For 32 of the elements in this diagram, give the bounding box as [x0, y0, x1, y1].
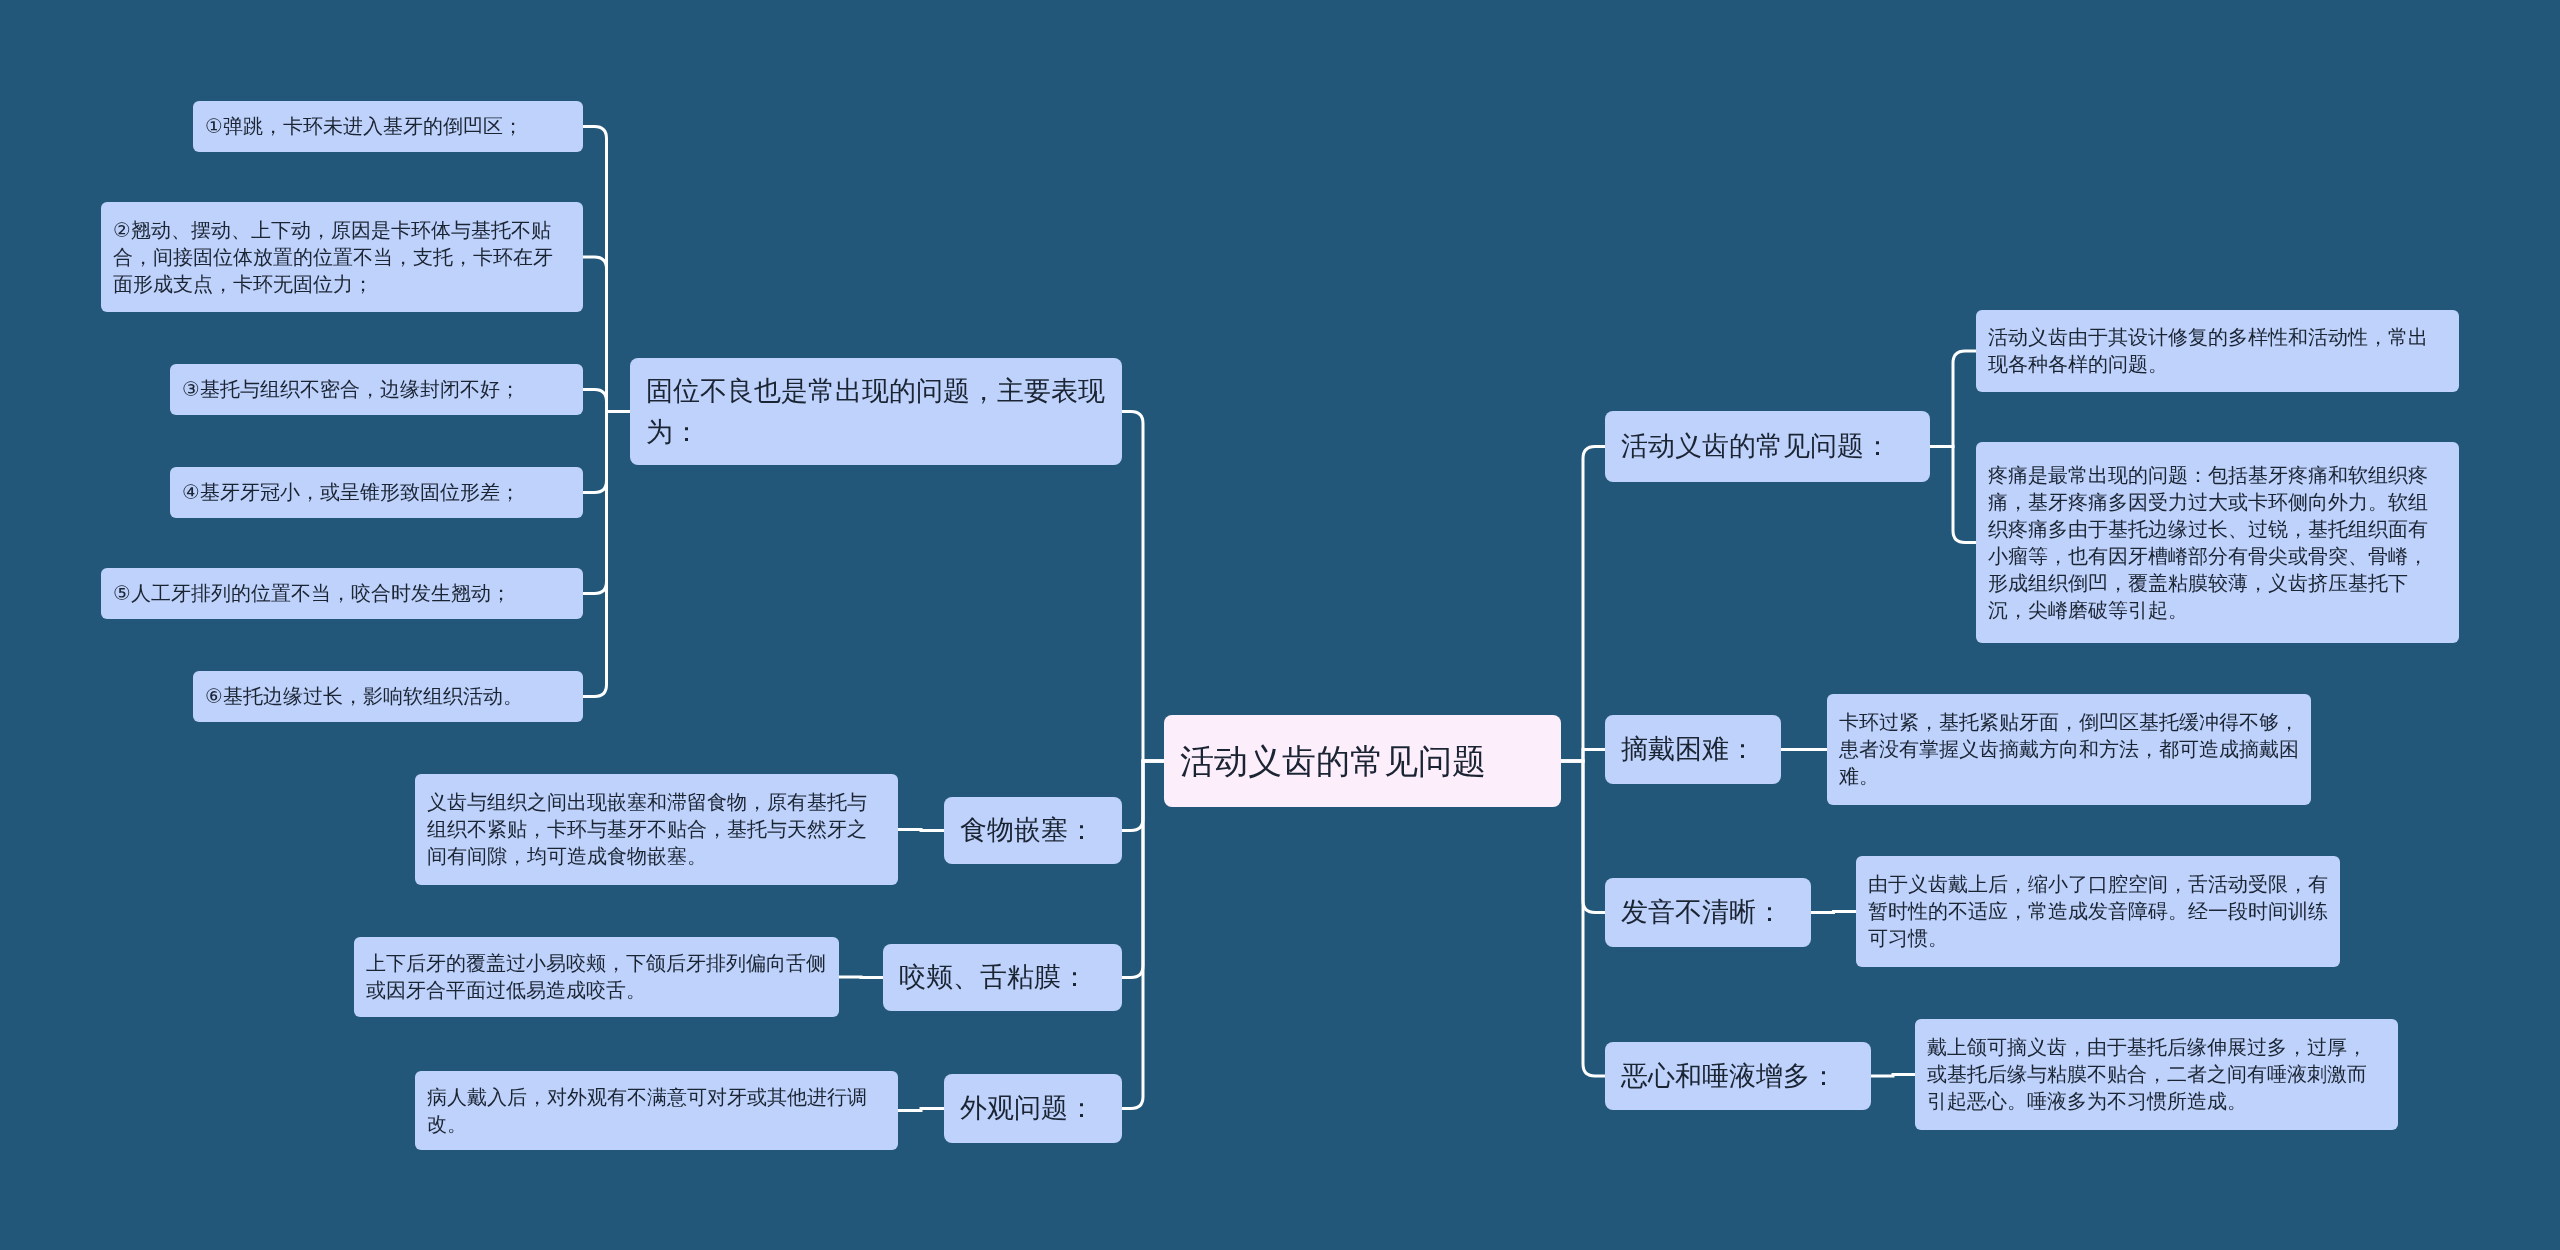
- topic-box: 固位不良也是常出现的问题，主要表现为：: [630, 358, 1122, 465]
- topic-box: 食物嵌塞：: [944, 797, 1122, 864]
- connector-line: [1871, 1073, 1915, 1078]
- note-box: 病人戴入后，对外观有不满意可对牙或其他进行调改。: [415, 1071, 898, 1150]
- note-box: ④基牙牙冠小，或呈锥形致固位形差；: [170, 467, 583, 518]
- topic-box: 发音不清晰：: [1605, 878, 1811, 947]
- connector-line: [1781, 748, 1827, 751]
- connector-line: [583, 410, 630, 698]
- note-box: 卡环过紧，基托紧贴牙面，倒凹区基托缓冲得不够，患者没有掌握义齿摘戴方向和方法，都可造成摘戴困难。: [1827, 694, 2311, 805]
- note-box: ⑤人工牙排列的位置不当，咬合时发生翘动；: [101, 568, 583, 619]
- topic-box: 咬颊、舌粘膜：: [883, 944, 1122, 1011]
- note-box: ②翘动、摆动、上下动，原因是卡环体与基托不贴合，间接固位体放置的位置不当，支托，卡环在牙面形成支点，卡环无固位力；: [101, 202, 583, 312]
- note-box: ③基托与组织不密合，边缘封闭不好；: [170, 364, 583, 415]
- topic-box: 摘戴困难：: [1605, 715, 1781, 784]
- note-box: 疼痛是最常出现的问题：包括基牙疼痛和软组织疼痛，基牙疼痛多因受力过大或卡环侧向外力。软组织疼痛多由于基托边缘过长、过锐，基托组织面有小瘤等，也有因牙槽嵴部分有骨尖或骨突、骨嵴，形成组织倒凹，覆盖粘膜较薄，义齿挤压基托下沉，尖嵴磨破等引起。: [1976, 442, 2459, 643]
- connector-line: [898, 828, 944, 832]
- connector-line: [839, 975, 883, 979]
- central-topic: 活动义齿的常见问题: [1164, 715, 1561, 807]
- topic-box: 恶心和唾液增多：: [1605, 1042, 1871, 1110]
- note-box: ①弹跳，卡环未进入基牙的倒凹区；: [193, 101, 583, 152]
- note-box: 义齿与组织之间出现嵌塞和滞留食物，原有基托与组织不紧贴，卡环与基牙不贴合，基托与天然牙之间有间隙，均可造成食物嵌塞。: [415, 774, 898, 885]
- note-box: ⑥基托边缘过长，影响软组织活动。: [193, 671, 583, 722]
- connector-line: [1561, 759, 1605, 1078]
- topic-box: 活动义齿的常见问题：: [1605, 411, 1930, 482]
- connector-line: [1122, 759, 1164, 1110]
- connector-line: [898, 1107, 944, 1112]
- connector-line: [1811, 910, 1856, 914]
- note-box: 上下后牙的覆盖过小易咬颊，下颌后牙排列偏向舌侧或因牙合平面过低易造成咬舌。: [354, 937, 839, 1017]
- note-box: 活动义齿由于其设计修复的多样性和活动性，常出现各种各样的问题。: [1976, 310, 2459, 392]
- topic-box: 外观问题：: [944, 1074, 1122, 1143]
- note-box: 由于义齿戴上后，缩小了口腔空间，舌活动受限，有暂时性的不适应，常造成发音障碍。经一段时间训练可习惯。: [1856, 856, 2340, 967]
- note-box: 戴上颌可摘义齿，由于基托后缘伸展过多，过厚，或基托后缘与粘膜不贴合，二者之间有唾液刺激而引起恶心。唾液多为不习惯所造成。: [1915, 1019, 2398, 1130]
